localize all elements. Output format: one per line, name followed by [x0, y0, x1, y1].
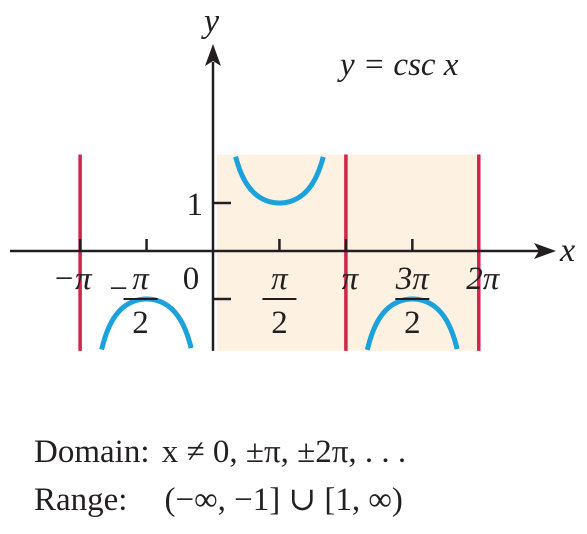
x-tick-label-4: π [271, 261, 289, 297]
axes [10, 44, 556, 351]
range-label: Range: [34, 482, 128, 518]
x-tick-denominator-6: 2 [404, 305, 421, 341]
x-axis-arrowhead [534, 243, 556, 259]
domain-label: Domain: [34, 434, 150, 470]
x-axis-label: x [559, 232, 575, 269]
x-tick-sign-2: − [109, 271, 128, 307]
domain-caption: Domain: x ≠ 0, ±π, ±2π, . . . [34, 436, 406, 469]
range-value: (−∞, −1] ∪ [1, ∞) [164, 482, 403, 518]
csc-branch-2 [233, 156, 326, 206]
x-tick-label-3: 0 [183, 261, 200, 297]
x-tick-label-1: −π [53, 261, 93, 297]
shaded-period [217, 154, 479, 351]
x-tick-denominator-2: 2 [132, 305, 149, 341]
y-axis-label: y [201, 3, 220, 40]
range-caption: Range: (−∞, −1] ∪ [1, ∞) [34, 484, 403, 517]
y-axis-arrowhead [205, 44, 221, 66]
x-tick-denominator-4: 2 [271, 305, 288, 341]
x-tick-label-2: π [132, 261, 150, 297]
function-label: y = csc x [337, 47, 459, 83]
y-tick-label-1: 1 [187, 187, 204, 223]
x-tick-label-7: 2π [466, 261, 501, 297]
x-tick-label-6: 3π [395, 261, 431, 297]
asymptote-group [78, 154, 481, 351]
x-tick-label-5: π [342, 261, 360, 297]
domain-value: x ≠ 0, ±π, ±2π, . . . [161, 434, 407, 470]
